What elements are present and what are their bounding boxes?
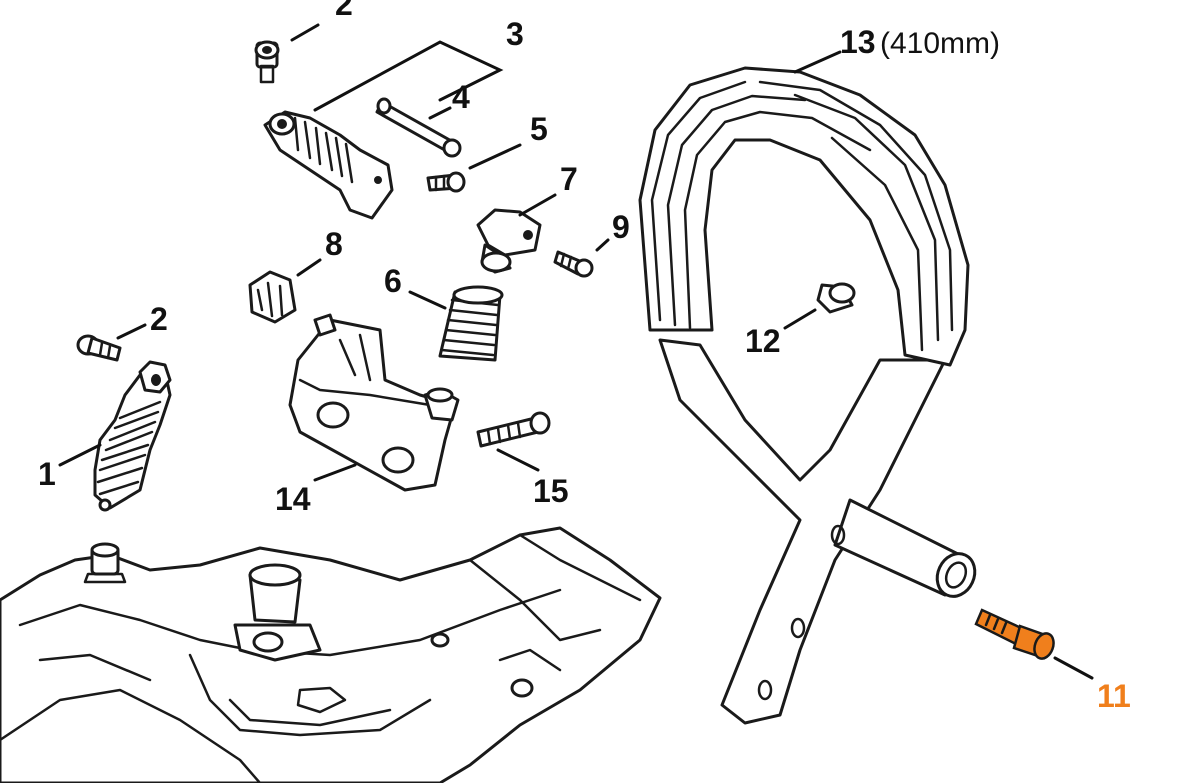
callout-15: 15	[533, 473, 569, 509]
highlighted-screw	[974, 608, 1055, 660]
leader-lines	[58, 23, 1094, 680]
callout-5: 5	[530, 111, 548, 147]
buffer-8	[248, 270, 297, 324]
screw-5	[426, 171, 466, 193]
callout-8: 8	[325, 226, 343, 262]
callout-9: 9	[612, 209, 630, 245]
screw-top	[254, 40, 280, 84]
screw-9	[553, 250, 594, 278]
callout-12: 12	[745, 323, 781, 359]
clip-7	[476, 208, 542, 274]
callout-11: 11	[1097, 678, 1131, 714]
av-spring-left	[93, 360, 172, 512]
handlebar	[638, 66, 977, 725]
pin-rod	[375, 97, 462, 158]
sleeve-part	[816, 282, 856, 314]
callout-2-left: 2	[150, 301, 168, 337]
callout-1: 1	[38, 456, 56, 492]
callout-labels: 2 3 4 5 7 9 8 6 2 1 14 15 12 13 (410mm) …	[38, 0, 1131, 714]
callout-2-top: 2	[335, 0, 353, 22]
engine-housing	[0, 526, 662, 783]
callout-14: 14	[275, 481, 311, 517]
screw-left	[76, 334, 122, 362]
bracket-14	[288, 313, 460, 492]
av-spring-top	[263, 110, 394, 220]
callout-6: 6	[384, 263, 402, 299]
callout-3: 3	[506, 16, 524, 52]
callout-13-note: (410mm)	[880, 27, 1000, 60]
callout-13: 13	[840, 24, 876, 60]
callout-7: 7	[560, 161, 578, 197]
spring-6	[438, 285, 504, 362]
screw-15	[476, 411, 551, 448]
callout-4: 4	[452, 79, 470, 115]
